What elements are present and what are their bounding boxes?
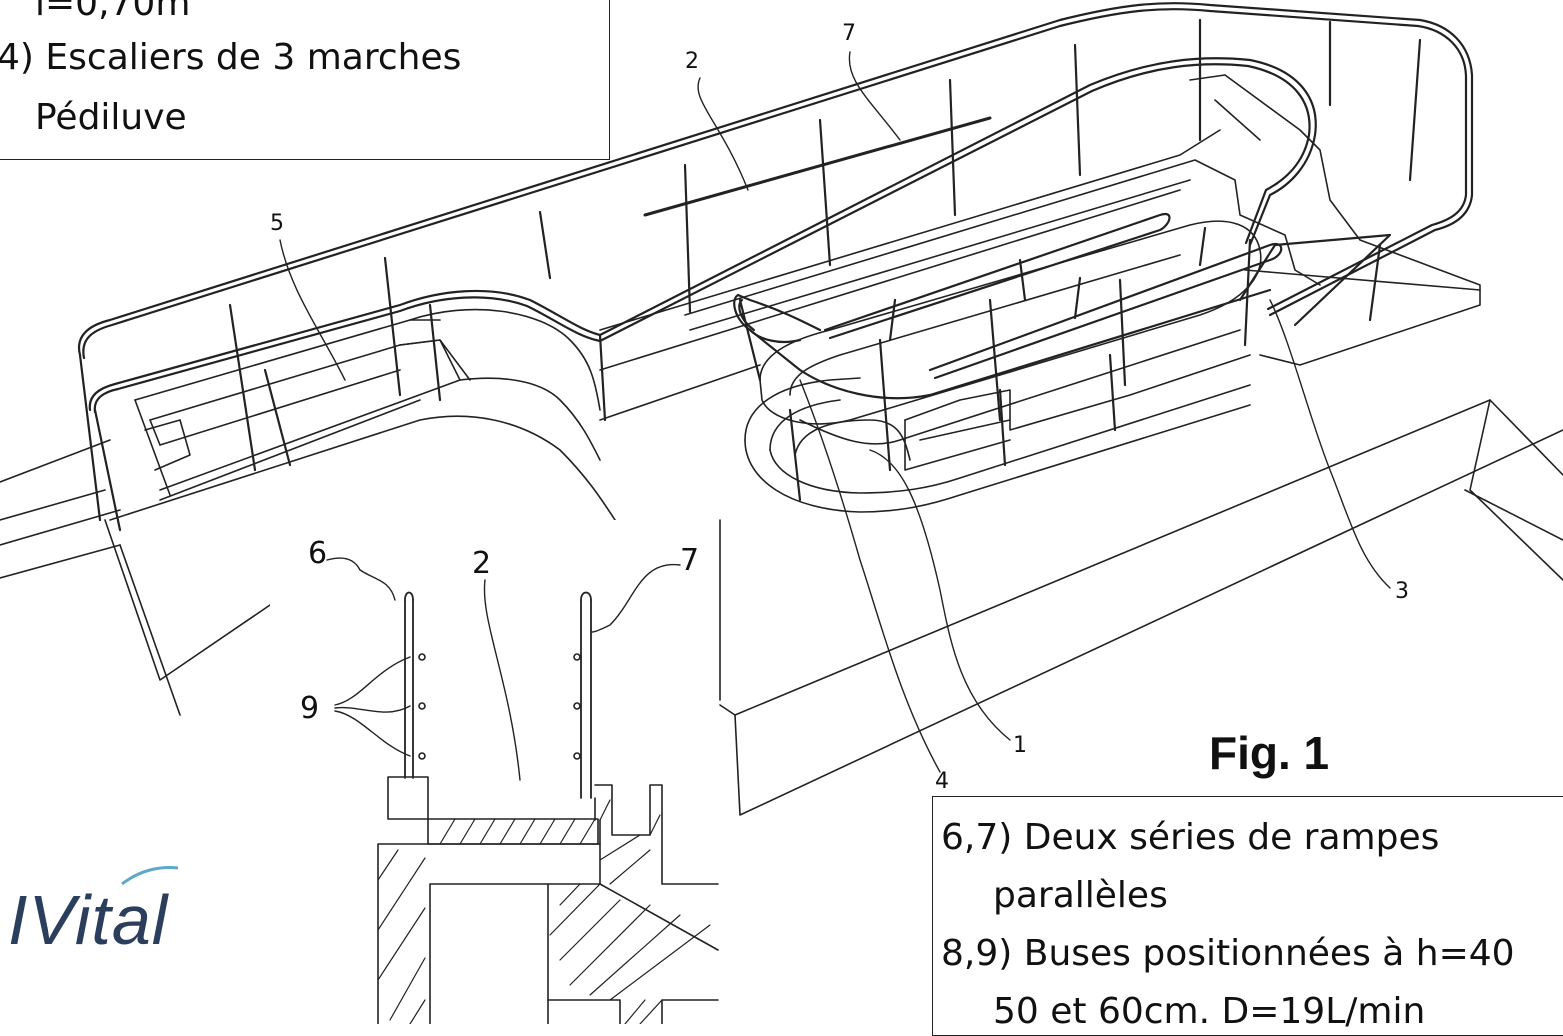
callout-labels: 2 7 5 3 1 4 6 2 7 9 <box>270 21 1409 794</box>
handrails <box>77 2 1474 532</box>
legend-line-rails: 6,7) Deux séries de rampes <box>941 817 1440 858</box>
legend-line-footbath: Pédiluve <box>35 97 187 138</box>
legend-line-rails-cont: parallèles <box>993 875 1168 916</box>
label-2-section: 2 <box>472 546 491 581</box>
label-4: 4 <box>935 769 949 794</box>
label-7-section: 7 <box>680 543 699 578</box>
label-6-section: 6 <box>308 536 327 571</box>
label-7-main: 7 <box>842 21 856 46</box>
cross-section <box>270 520 719 1024</box>
legend-line-length: l=0,70m <box>35 0 191 24</box>
legend-line-nozzles-cont: 50 et 60cm. D=19L/min <box>993 991 1426 1032</box>
label-5: 5 <box>270 211 284 236</box>
legend-box-top: l=0,70m 4) Escaliers de 3 marches Pédilu… <box>0 0 610 160</box>
label-1: 1 <box>1013 733 1027 758</box>
pool-structure <box>0 74 1563 816</box>
figure-title: Fig. 1 <box>1209 727 1330 779</box>
label-2-main: 2 <box>685 49 699 74</box>
label-3: 3 <box>1395 579 1409 604</box>
brand-logo: IVital <box>8 881 169 959</box>
label-9-section: 9 <box>300 691 319 726</box>
legend-line-stairs: 4) Escaliers de 3 marches <box>0 37 462 78</box>
legend-line-nozzles: 8,9) Buses positionnées à h=40 <box>941 933 1515 974</box>
legend-box-bottom: 6,7) Deux séries de rampes parallèles 8,… <box>932 796 1563 1036</box>
logo-swoosh-icon <box>121 866 179 886</box>
leader-lines <box>279 51 1391 781</box>
